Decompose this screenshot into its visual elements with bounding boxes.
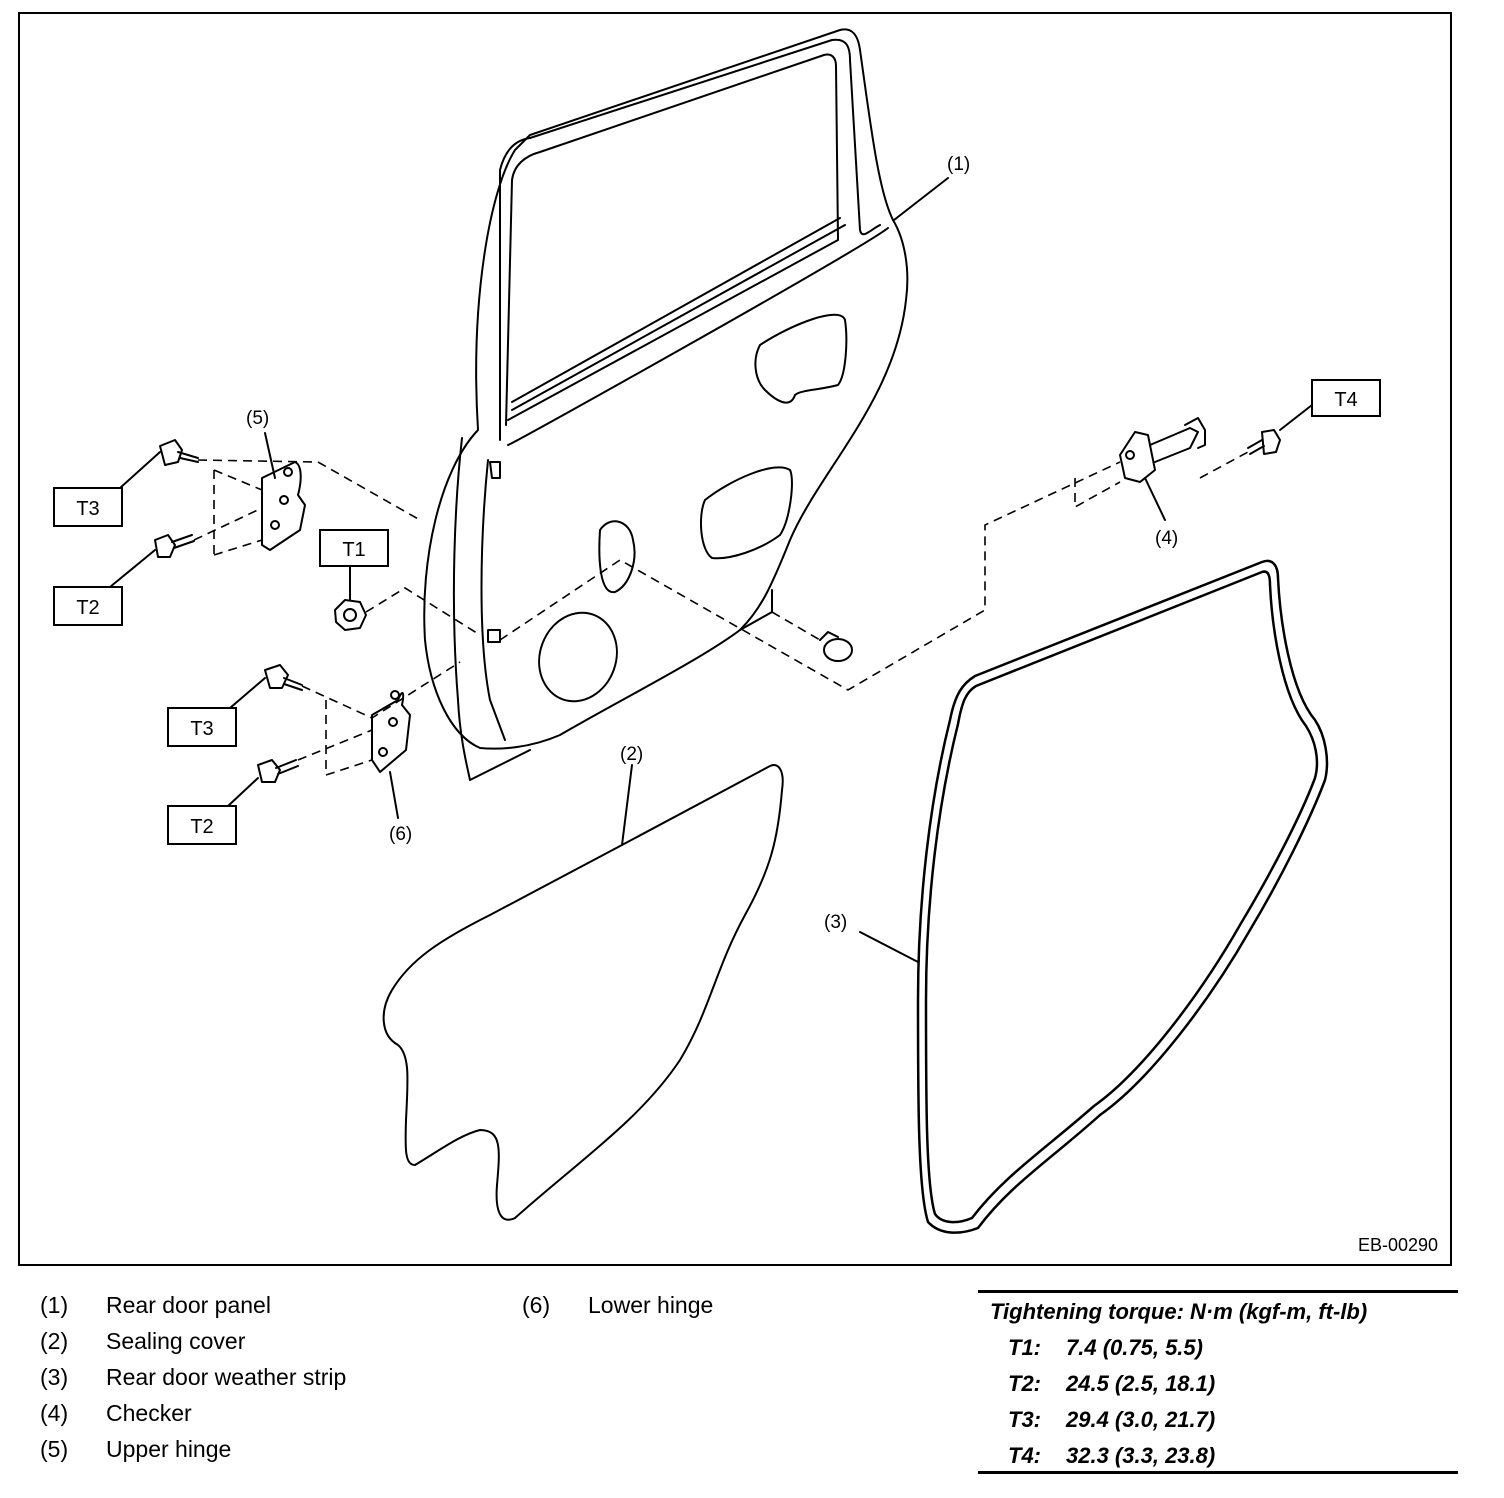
torque-id: T1: — [1008, 1335, 1041, 1360]
legend-name: Sealing cover — [106, 1328, 246, 1354]
t2-label-lower: T2 — [190, 816, 213, 838]
legend-name: Upper hinge — [106, 1436, 232, 1462]
checker — [1119, 417, 1206, 483]
t2-box-lower — [167, 805, 237, 845]
legend-item: (3) Rear door weather strip — [40, 1364, 460, 1400]
callout-2: (2) — [620, 744, 643, 765]
rear-door-weather-strip — [916, 559, 1329, 1234]
t4-label: T4 — [1334, 389, 1357, 411]
legend-item: (1) Rear door panel — [40, 1292, 460, 1328]
torque-row: T3: 29.4 (3.0, 21.7) — [1008, 1407, 1215, 1433]
torque-row: T1: 7.4 (0.75, 5.5) — [1008, 1335, 1203, 1361]
legend-num: (1) — [40, 1292, 69, 1318]
t1-box — [319, 529, 389, 567]
exploded-view-figure: (1) (2) (3) (4) (5) (6) T1 T3 T2 T3 T2 T… — [18, 12, 1452, 1266]
legend-name: Rear door panel — [106, 1292, 271, 1318]
torque-value: 29.4 (3.0, 21.7) — [1066, 1407, 1216, 1432]
torque-value: 7.4 (0.75, 5.5) — [1066, 1335, 1203, 1360]
checker-nut-t1 — [334, 599, 367, 631]
torque-id: T4: — [1008, 1443, 1041, 1468]
door-stopper — [819, 631, 853, 662]
t2-label-upper: T2 — [76, 597, 99, 619]
torque-value: 24.5 (2.5, 18.1) — [1066, 1371, 1216, 1396]
upper-hinge — [261, 461, 306, 551]
parts-legend-right: (6) Lower hinge — [522, 1292, 922, 1328]
legend-num: (4) — [40, 1400, 69, 1426]
t3-label-upper: T3 — [76, 498, 99, 520]
torque-row: T2: 24.5 (2.5, 18.1) — [1008, 1371, 1215, 1397]
sealing-cover — [382, 764, 784, 1221]
callout-1: (1) — [947, 154, 970, 175]
legend-name: Rear door weather strip — [106, 1364, 347, 1390]
legend-num: (2) — [40, 1328, 69, 1354]
exploded-view-drawing: (1) (2) (3) (4) (5) (6) T1 T3 T2 T3 T2 T… — [53, 28, 1381, 1234]
callout-6: (6) — [389, 824, 412, 845]
callout-4: (4) — [1155, 528, 1178, 549]
upper-hinge-bolt-t3 — [159, 439, 199, 466]
lower-hinge-bolt-t2 — [257, 759, 299, 783]
t3-box-upper — [53, 487, 123, 527]
legend-item: (5) Upper hinge — [40, 1436, 460, 1472]
torque-title: Tightening torque: N·m (kgf-m, ft-lb) — [990, 1299, 1368, 1324]
rear-door-panel — [423, 28, 909, 781]
figure-id: EB-00290 — [1357, 1235, 1438, 1255]
legend-num: (5) — [40, 1436, 69, 1462]
legend-item: (2) Sealing cover — [40, 1328, 460, 1364]
checker-bolt-t4 — [1247, 429, 1281, 455]
legend-item: (4) Checker — [40, 1400, 460, 1436]
callout-5: (5) — [246, 408, 269, 429]
torque-id: T2: — [1008, 1371, 1041, 1396]
lower-hinge — [371, 690, 411, 773]
callout-3: (3) — [824, 912, 847, 933]
torque-table: Tightening torque: N·m (kgf-m, ft-lb) T1… — [978, 1290, 1458, 1474]
torque-row: T4: 32.3 (3.3, 23.8) — [1008, 1443, 1215, 1469]
t2-box-upper — [53, 586, 123, 626]
t3-label-lower: T3 — [190, 718, 213, 740]
parts-legend-left: (1) Rear door panel (2) Sealing cover (3… — [40, 1292, 460, 1472]
t1-label: T1 — [342, 539, 365, 561]
legend-name: Checker — [106, 1400, 192, 1426]
lower-hinge-bolt-t3 — [264, 664, 303, 691]
torque-id: T3: — [1008, 1407, 1041, 1432]
torque-value: 32.3 (3.3, 23.8) — [1066, 1443, 1216, 1468]
legend-num: (3) — [40, 1364, 69, 1390]
t4-box — [1311, 379, 1381, 417]
legend-name: Lower hinge — [588, 1292, 714, 1318]
legend-num: (6) — [522, 1292, 551, 1318]
legend-item: (6) Lower hinge — [522, 1292, 922, 1328]
t3-box-lower — [167, 707, 237, 747]
upper-hinge-bolt-t2 — [154, 534, 195, 558]
